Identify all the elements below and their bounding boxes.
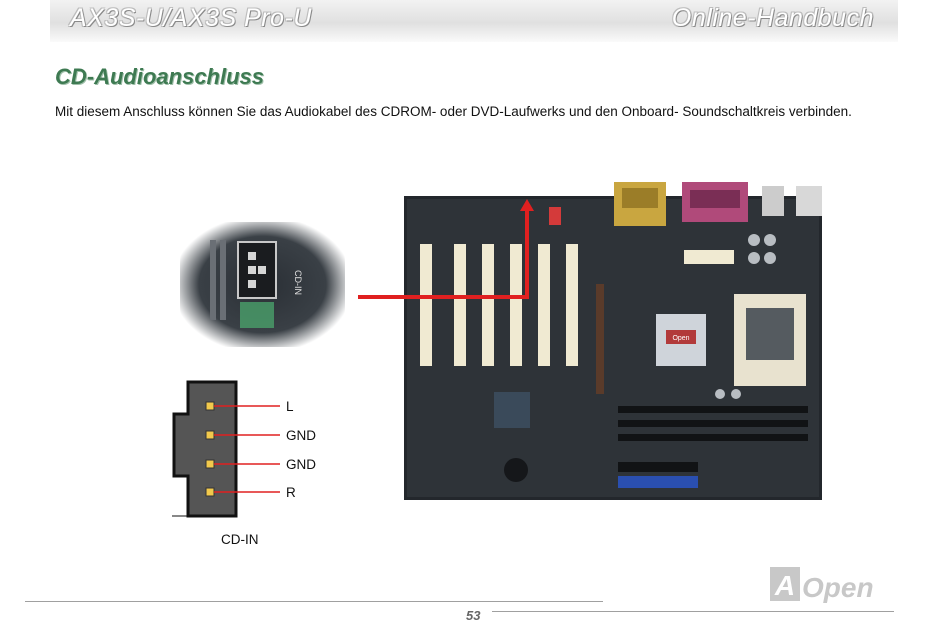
pin-label-r: R (286, 485, 296, 500)
pin-label-l: L (286, 399, 294, 414)
zoom-connector-label: CD-IN (293, 270, 303, 295)
pin-label-gnd-2: GND (286, 457, 316, 472)
header-band (50, 0, 898, 42)
footer-divider-left (25, 601, 603, 602)
header-manual-title: Online-Handbuch (671, 4, 874, 32)
motherboard-photo: Open (404, 182, 822, 500)
pointer-line (358, 199, 534, 299)
svg-text:Open: Open (802, 572, 874, 603)
aopen-logo: A Open (770, 567, 874, 603)
svg-text:A: A (774, 570, 795, 601)
page-number: 53 (466, 608, 481, 623)
header-product-title: AX3S-U/AX3S Pro-U (70, 4, 312, 32)
footer-divider-right (492, 611, 894, 612)
cd-in-connector-diagram (172, 380, 280, 518)
svg-text:Open: Open (672, 335, 689, 342)
connector-caption: CD-IN (221, 532, 259, 547)
pin-label-gnd-1: GND (286, 428, 316, 443)
section-body: Mit diesem Anschluss können Sie das Audi… (55, 104, 852, 119)
connector-zoom-photo: CD-IN (180, 222, 345, 347)
section-title: CD-Audioanschluss (55, 64, 265, 89)
